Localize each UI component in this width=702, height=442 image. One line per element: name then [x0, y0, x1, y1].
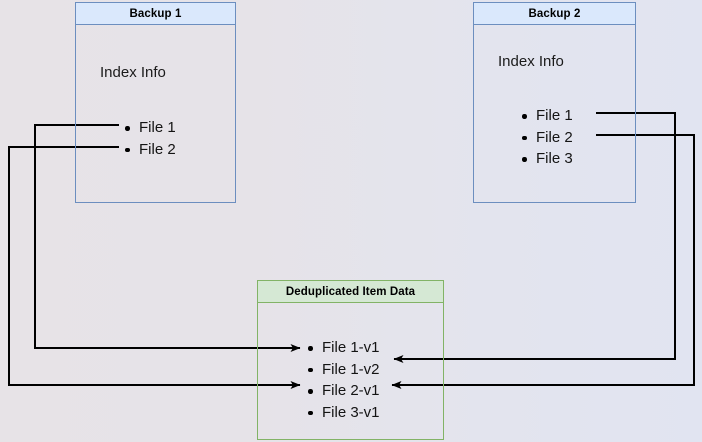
backup-2-title: Backup 2: [474, 3, 635, 25]
list-item: File 1: [124, 117, 176, 139]
backup-1-title: Backup 1: [76, 3, 235, 25]
deduplicated-item-data-title: Deduplicated Item Data: [258, 281, 443, 303]
deduplicated-item-list: File 1-v1 File 1-v2 File 2-v1 File 3-v1: [307, 337, 380, 423]
list-item: File 1-v2: [307, 359, 380, 381]
list-item: File 2: [521, 127, 573, 149]
backup-2-file-list: File 1 File 2 File 3: [521, 105, 573, 170]
list-item: File 3: [521, 148, 573, 170]
backup-1-box[interactable]: Backup 1 Index Info File 1 File 2: [75, 2, 236, 203]
backup-2-box[interactable]: Backup 2 Index Info File 1 File 2 File 3: [473, 2, 636, 203]
backup-2-index-info-label: Index Info: [498, 53, 564, 70]
backup-1-index-info-label: Index Info: [100, 64, 166, 81]
list-item: File 2: [124, 139, 176, 161]
deduplicated-item-data-box[interactable]: Deduplicated Item Data File 1-v1 File 1-…: [257, 280, 444, 440]
list-item: File 1-v1: [307, 337, 380, 359]
list-item: File 3-v1: [307, 402, 380, 424]
backup-1-file-list: File 1 File 2: [124, 117, 176, 160]
list-item: File 1: [521, 105, 573, 127]
list-item: File 2-v1: [307, 380, 380, 402]
